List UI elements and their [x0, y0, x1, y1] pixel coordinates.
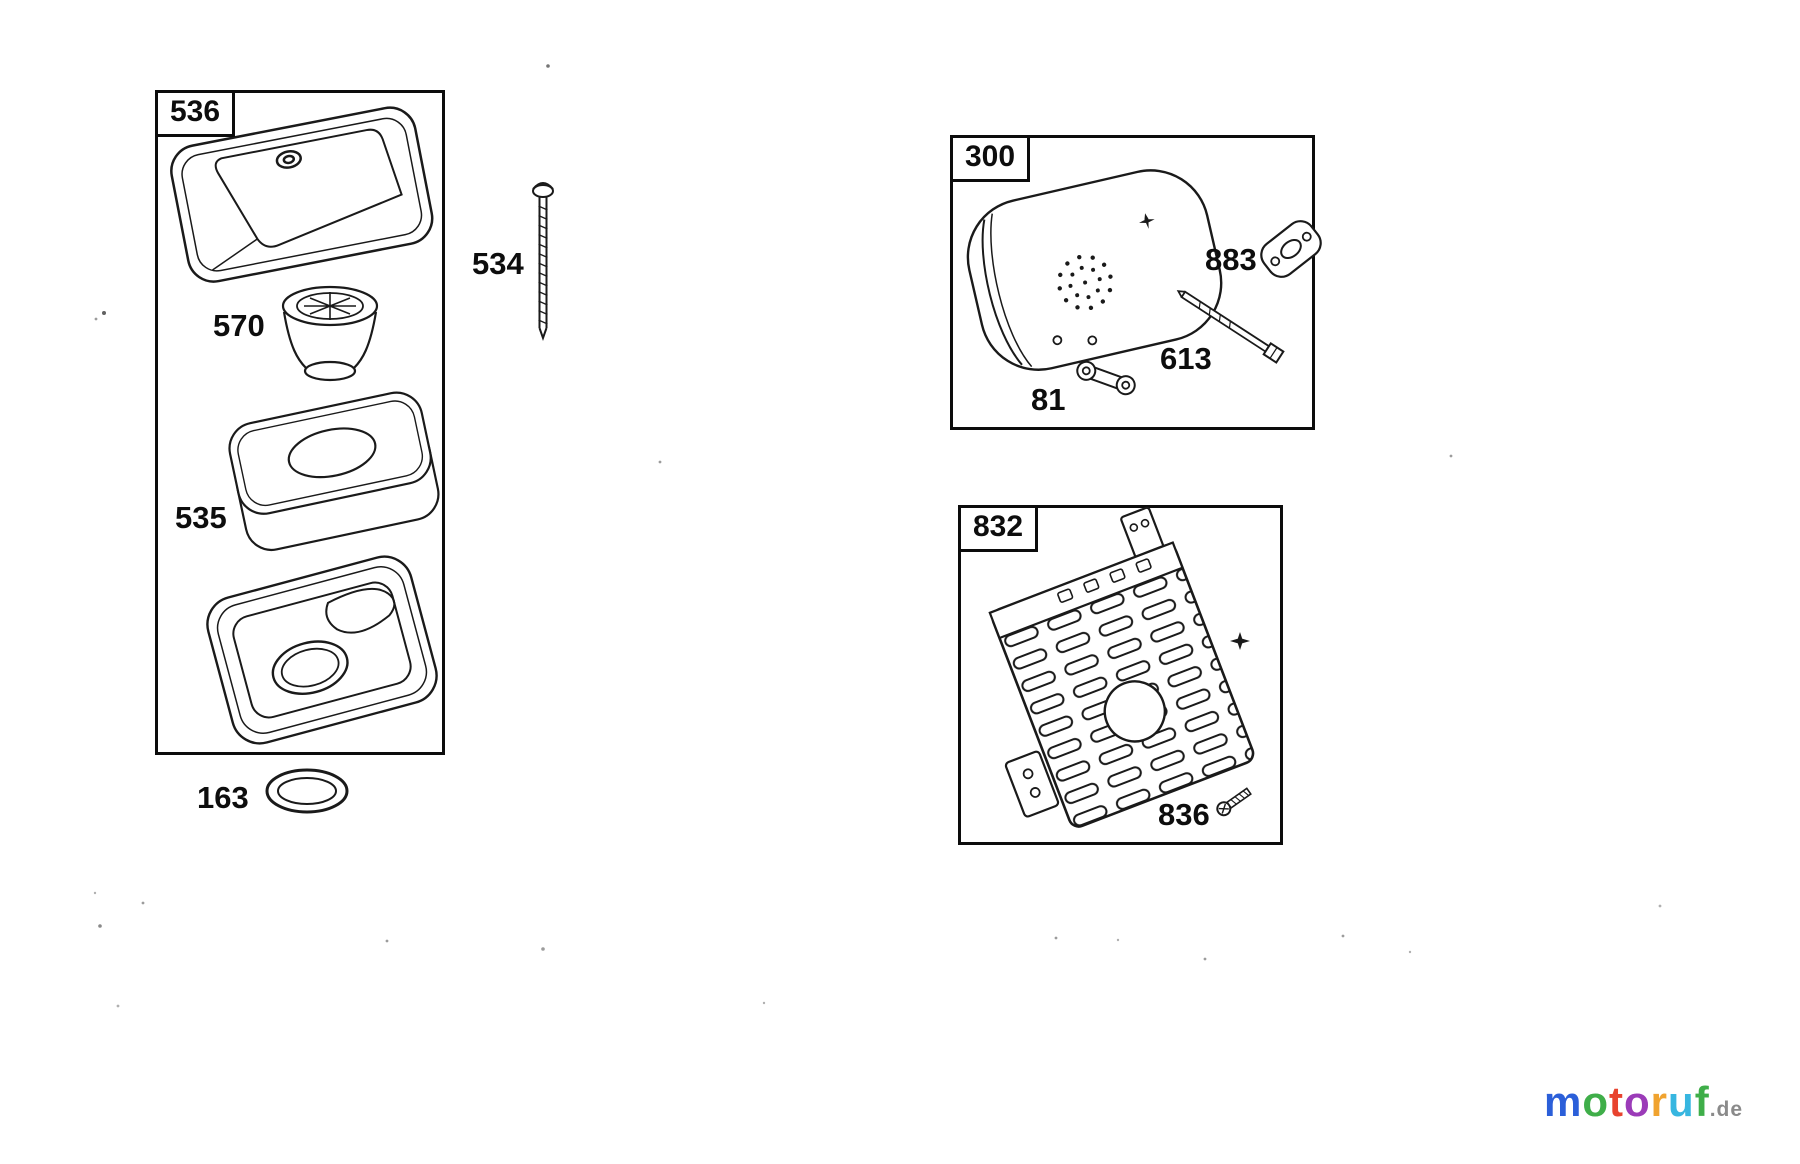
sealing-ring — [265, 768, 349, 814]
watermark-text: motoruf.de — [1544, 1078, 1744, 1125]
callout-cover-screw: 534 — [472, 246, 524, 281]
callout-sealing-ring: 163 — [197, 780, 249, 815]
motoruf-logo[interactable]: motoruf.de — [1544, 1078, 1743, 1126]
callout-guard-screw: 836 — [1158, 797, 1210, 832]
callout-foam-precleaner: 570 — [213, 308, 265, 343]
panel-tag-muffler: 300 — [950, 135, 1031, 182]
panel-tag-air-cleaner: 536 — [155, 90, 236, 137]
panel-muffler-box — [950, 135, 1315, 430]
panel-guard-box — [958, 505, 1283, 845]
exhaust-gasket — [1260, 220, 1322, 278]
scan-noise — [93, 64, 1662, 1008]
callout-exhaust-gasket: 883 — [1205, 242, 1257, 277]
callout-filter-cartridge: 535 — [175, 500, 227, 535]
long-screw — [532, 182, 554, 342]
panel-tag-guard: 832 — [958, 505, 1039, 552]
muffler-guard — [988, 506, 1255, 828]
guard-sparkle — [1230, 632, 1250, 650]
guard-screw — [1216, 787, 1252, 817]
muffler-bolt — [1176, 290, 1285, 364]
foam-precleaner — [281, 285, 379, 382]
air-cleaner-cover — [170, 106, 434, 283]
air-cleaner-base-pan — [206, 555, 438, 745]
callout-muffler-clamp: 81 — [1031, 382, 1066, 417]
muffler-body — [966, 169, 1223, 371]
callout-muffler-bolt: 613 — [1160, 341, 1212, 376]
muffler-clamp — [1076, 360, 1136, 396]
filter-cartridge — [228, 391, 440, 552]
panel-air-cleaner-box — [155, 90, 445, 755]
